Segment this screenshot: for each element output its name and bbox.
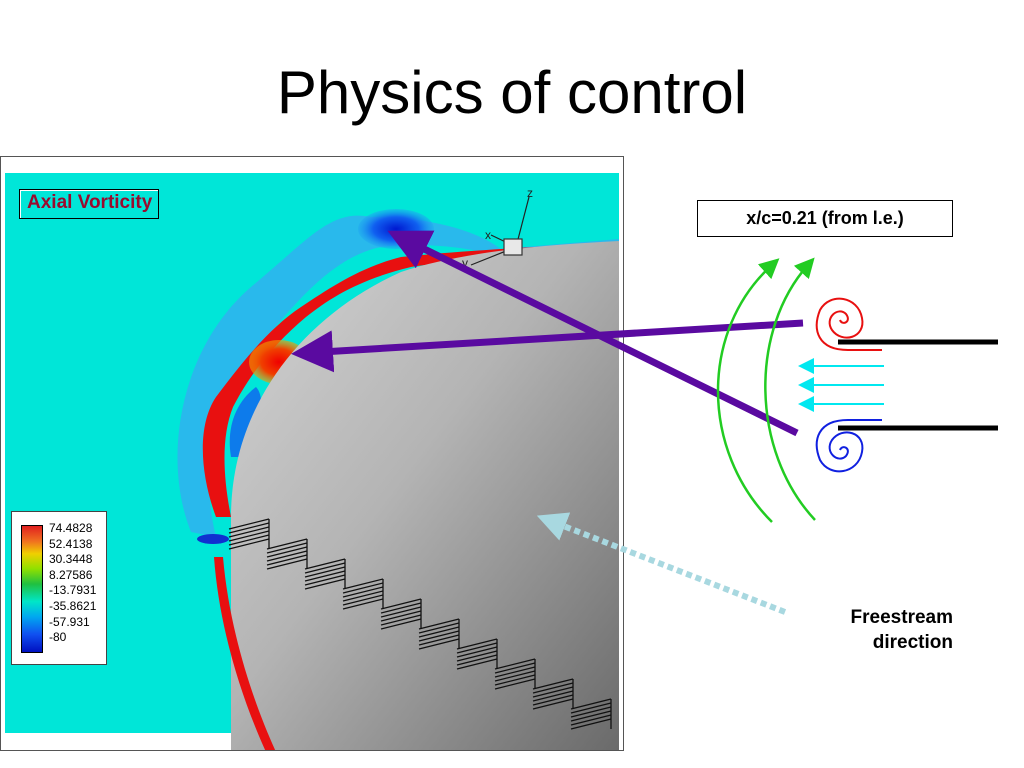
slot-line [418,634,460,646]
slot-line [456,642,498,654]
slot-line [228,538,270,550]
slot-line [228,526,270,538]
legend-value: 8.27586 [49,567,93,582]
slot-line [228,522,270,534]
slot-line [304,562,346,574]
slot-line [570,702,612,714]
slot-line [266,554,308,566]
slot-line [532,686,574,698]
slot-line [266,538,308,550]
slot-line [228,530,270,542]
slot-line [342,590,384,602]
slot-line [342,586,384,598]
red-shear-layer [202,243,619,517]
axis-y-label: y [462,256,468,270]
slot-line [266,546,308,558]
slot-line [266,550,308,562]
slot-line [342,582,384,594]
legend-value: 52.4138 [49,536,93,551]
upper-vortex [358,209,434,249]
slot-line [342,594,384,606]
slot-line [532,694,574,706]
slot-line [418,622,460,634]
streamline-inner [764,257,816,521]
legend-value: 30.3448 [49,552,93,567]
slot-line [266,558,308,570]
legend-colorbar [21,525,43,653]
position-label: x/c=0.21 (from l.e.) [697,200,953,237]
leading-edge-jet [197,534,229,544]
slot-line [494,674,536,686]
slot-line [532,682,574,694]
vorticity-figure: z x y Axial Vorticity 74.4828 52.4138 30… [0,156,624,751]
body-edge-red [214,557,276,750]
slot-line [570,718,612,730]
slot-line [532,690,574,702]
legend-value: -57.931 [49,614,90,629]
actuator-slots [228,518,612,730]
slot-line [380,602,422,614]
slot-line [304,570,346,582]
freestream-label: Freestream direction [790,605,953,655]
slot-line [228,534,270,546]
slot-line [380,618,422,630]
slot-line [456,638,498,650]
slot-line [418,626,460,638]
legend-value: 74.4828 [49,521,93,535]
slot-line [418,638,460,650]
slot-line [494,666,536,678]
slot-line [342,598,384,610]
slot-line [570,714,612,726]
slot-line [380,606,422,618]
slot-line [532,678,574,690]
slot-line [418,630,460,642]
freestream-line-2: direction [872,632,953,653]
figure-label: Axial Vorticity [19,189,160,219]
legend-value: -35.8621 [49,598,97,613]
outer-shear-layer [177,215,619,537]
slot-line [570,710,612,722]
slot-line [380,598,422,610]
slot-line [570,698,612,710]
color-legend: 74.4828 52.4138 30.3448 8.27586 -13.7931… [11,511,107,665]
slot-line [304,578,346,590]
slot-line [266,542,308,554]
slot-line [304,566,346,578]
slot-line [418,618,460,630]
slot-line [494,678,536,690]
slot-line [342,578,384,590]
slot-line [456,658,498,670]
legend-value: -80 [49,630,67,645]
legend-value: -13.7931 [49,583,97,598]
slot-line [494,670,536,682]
slot-line [304,558,346,570]
slot-line [456,650,498,662]
slot-line [494,658,536,670]
slot-line [532,698,574,710]
slot-line [380,610,422,622]
blue-spiral [815,419,882,473]
streamline-outer [716,258,780,523]
slot-line [456,654,498,666]
slot-line [380,614,422,626]
slot-line [456,646,498,658]
slot-line [570,706,612,718]
slot-line [494,662,536,674]
slot-line [228,518,270,530]
legend-values: 74.4828 52.4138 30.3448 8.27586 -13.7931… [49,521,96,646]
slide-title: Physics of control [276,59,748,126]
axis-x-label: x [485,228,491,242]
freestream-line-1: Freestream [850,607,953,628]
red-spiral [815,297,882,351]
axis-z-label: z [527,186,533,200]
slot-line [304,574,346,586]
